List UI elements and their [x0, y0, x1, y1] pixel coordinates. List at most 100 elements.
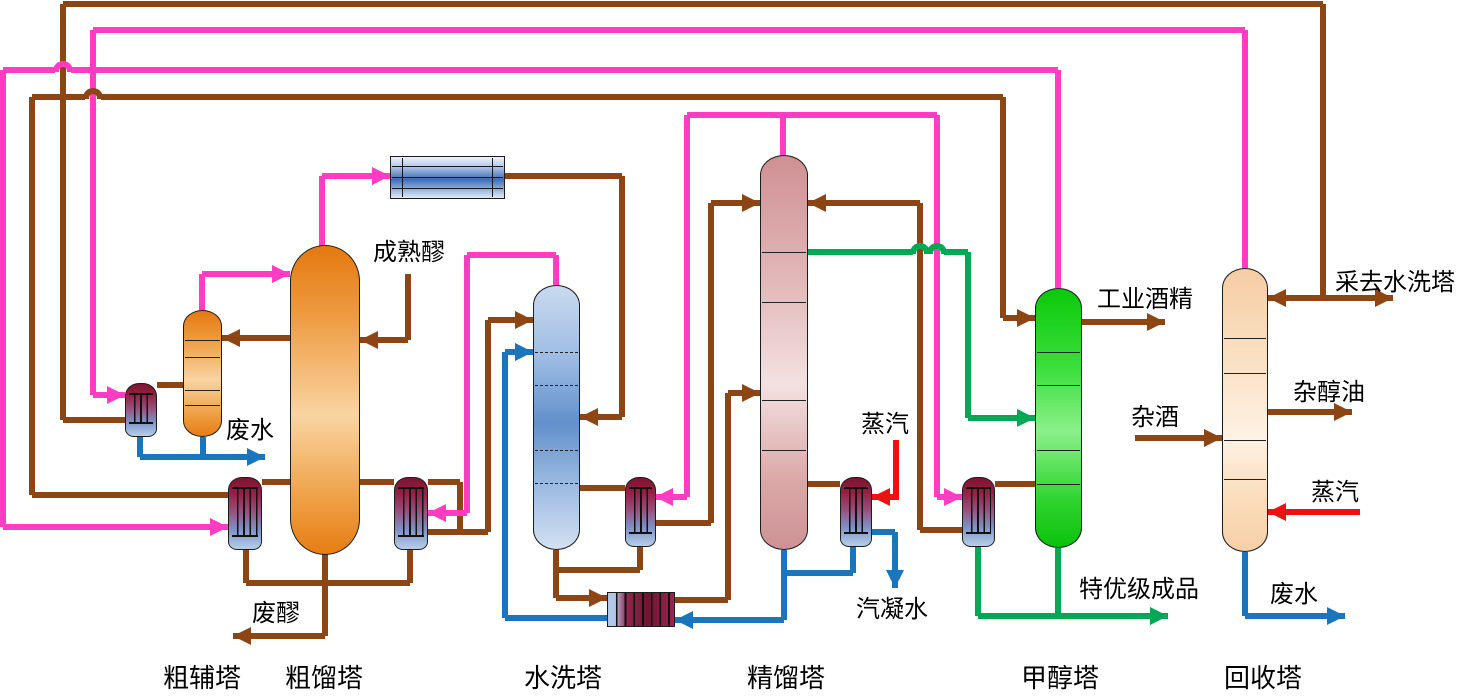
flow-arrowhead-icon: [1017, 309, 1035, 327]
tray-line: [1037, 385, 1080, 386]
pipe-waste-water-left: [140, 454, 265, 460]
tray-line: [762, 400, 806, 401]
tray-line: [762, 450, 806, 451]
tray-line: [185, 357, 220, 358]
pipe-G: [944, 249, 968, 255]
pipe-mature-mash: [360, 337, 408, 343]
pipe-M: [319, 176, 325, 247]
flow-arrowhead-icon: [272, 265, 290, 283]
pipe-L: [872, 529, 895, 535]
tray-line: [535, 483, 578, 484]
tray-line: [185, 340, 220, 341]
pipe-B: [808, 200, 920, 206]
pipe-B: [1320, 4, 1326, 298]
pipe-B: [243, 550, 249, 583]
exchanger-bottoms: [607, 592, 675, 627]
pipe-M: [3, 524, 228, 530]
flow-arrowhead-icon: [515, 311, 533, 329]
pipe-waste-water-right: [1245, 613, 1345, 619]
tray-line: [1037, 352, 1080, 353]
label-to-wash-tower: 采去水洗塔: [1335, 270, 1455, 296]
pipe-B: [262, 479, 290, 485]
drum-tube-stripes: [966, 487, 991, 534]
pipe-rectifier-overhead: [687, 112, 937, 118]
condenser-band-line: [392, 166, 503, 167]
flow-arrowhead-icon: [742, 194, 760, 212]
pipe-B: [407, 550, 413, 583]
label-premium-product: 特优级成品: [1079, 577, 1199, 603]
tower-recovery: [1222, 268, 1268, 552]
tower-water-wash: [533, 285, 580, 550]
pipe-B: [711, 200, 760, 206]
flow-arrowhead-icon: [1268, 503, 1286, 521]
pipe-L: [675, 617, 784, 623]
tower-methanol: [1035, 288, 1082, 548]
flow-arrowhead-icon: [1150, 607, 1168, 625]
pipe-L: [502, 352, 508, 618]
flow-arrowhead-icon: [580, 408, 598, 426]
drum-wash-exchanger: [625, 477, 656, 547]
pipe-B: [580, 485, 625, 491]
pipe-B: [32, 94, 85, 100]
pipe-B: [580, 414, 622, 420]
pipe-M: [780, 115, 786, 157]
pipe-M: [3, 67, 55, 73]
label-fusel-oil: 杂醇油: [1293, 380, 1365, 406]
pipe-mature-mash: [405, 274, 411, 340]
flow-arrowhead-icon: [1334, 403, 1352, 421]
pipe-steam-condensate: [892, 532, 898, 588]
pipe-B: [60, 4, 66, 420]
tray-line: [1037, 484, 1080, 485]
drum-crude-left-exchanger: [228, 477, 262, 550]
condenser-endcap-line: [402, 158, 403, 197]
pipe-B: [708, 203, 714, 523]
label-tower-crude-distillation: 粗馏塔: [284, 664, 364, 693]
drum-tube-stripes: [844, 487, 868, 534]
flow-arrowhead-icon: [1017, 409, 1035, 427]
pipe-waste-mash: [233, 633, 325, 639]
condenser-top: [390, 156, 505, 199]
pipe-fusel-oil: [1268, 409, 1352, 415]
flow-arrowhead-icon: [1268, 289, 1286, 307]
flow-arrowhead-icon: [655, 488, 673, 506]
pipe-M: [199, 274, 205, 310]
pipe-M: [684, 115, 690, 497]
pipe-M: [553, 255, 559, 285]
flow-arrowhead-icon: [1204, 429, 1222, 447]
tray-line: [535, 385, 578, 386]
flow-arrowhead-icon: [428, 504, 446, 522]
line-jump-hop: [927, 243, 947, 254]
pipe-waste-mash: [322, 550, 328, 636]
drum-tube-stripes: [398, 487, 424, 537]
tower-crude-distillation: [290, 245, 360, 555]
pipe-B: [725, 393, 731, 600]
flow-arrowhead-icon: [247, 448, 265, 466]
pipe-B: [995, 481, 1035, 487]
pipe-M: [464, 255, 470, 513]
drum-tube-stripes: [232, 487, 258, 537]
label-industrial-alcohol: 工业酒精: [1097, 287, 1193, 313]
flow-arrowhead-icon: [808, 194, 826, 212]
flow-arrowhead-icon: [107, 386, 125, 404]
pipe-M: [1055, 70, 1061, 288]
condenser-band-line: [392, 177, 503, 178]
condenser-endcap-line: [492, 158, 493, 197]
label-waste-mash: 废醪: [252, 601, 300, 627]
pipe-L: [505, 615, 607, 621]
flow-arrowhead-icon: [675, 611, 693, 629]
drum-aux-condenser: [125, 383, 157, 437]
pipe-B: [637, 547, 643, 570]
flow-arrowhead-icon: [742, 384, 760, 402]
pipe-L: [850, 547, 856, 573]
tray-line: [535, 352, 578, 353]
label-steam-recovery: 蒸汽: [1311, 480, 1359, 506]
condenser-band-line: [392, 188, 503, 189]
pipe-G: [965, 252, 971, 418]
pipe-M: [202, 271, 290, 277]
drum-tube-stripes: [129, 393, 153, 424]
pipe-steam-left: [893, 440, 899, 500]
exchanger-tube-stripes: [609, 593, 673, 626]
pipe-B: [675, 597, 728, 603]
pipe-B: [1000, 97, 1006, 318]
pipe-B: [32, 492, 228, 498]
